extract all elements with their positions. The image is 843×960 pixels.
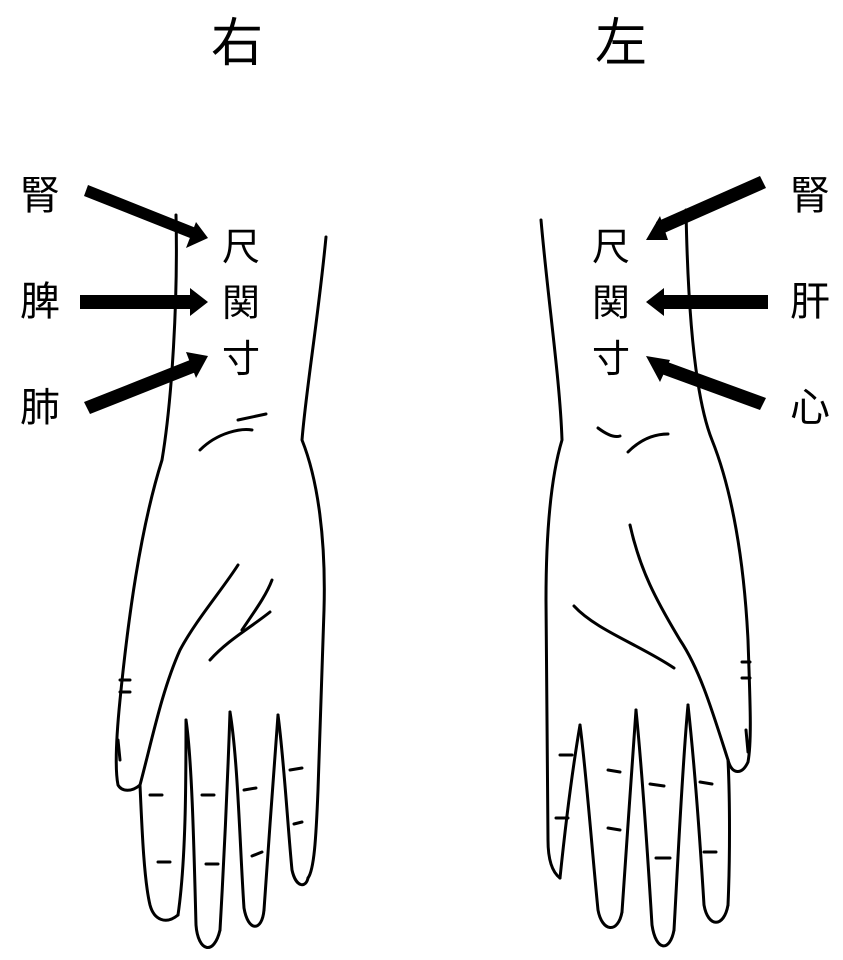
right-organ-kidney: 腎: [20, 176, 60, 216]
right-position-guan: 関: [222, 284, 260, 322]
arrow-spleen-right: [80, 295, 192, 309]
arrow-spleen-right-head: [190, 288, 208, 316]
right-position-chi: 尺: [222, 228, 260, 266]
right-hand-arrows: [80, 185, 208, 414]
left-hand-arrows: [646, 176, 768, 410]
left-hand-drawing: [541, 210, 750, 946]
arrow-kidney-right: [84, 185, 196, 238]
left-organ-liver: 肝: [790, 282, 830, 322]
arrow-kidney-left: [656, 176, 766, 234]
right-hand-title: 右: [211, 18, 263, 70]
right-organ-lung: 肺: [20, 388, 60, 428]
left-organ-heart: 心: [790, 388, 830, 428]
right-organ-spleen: 脾: [20, 282, 60, 322]
left-organ-kidney: 腎: [790, 176, 830, 216]
left-position-cun: 寸: [592, 340, 630, 378]
right-position-cun: 寸: [222, 340, 260, 378]
left-hand-title: 左: [595, 18, 647, 70]
arrow-lung-right: [84, 360, 196, 414]
left-position-guan: 関: [592, 284, 630, 322]
left-position-chi: 尺: [592, 228, 630, 266]
arrow-liver-left-head: [646, 288, 664, 316]
arrow-heart-left: [656, 360, 766, 410]
arrow-liver-left: [662, 295, 768, 309]
